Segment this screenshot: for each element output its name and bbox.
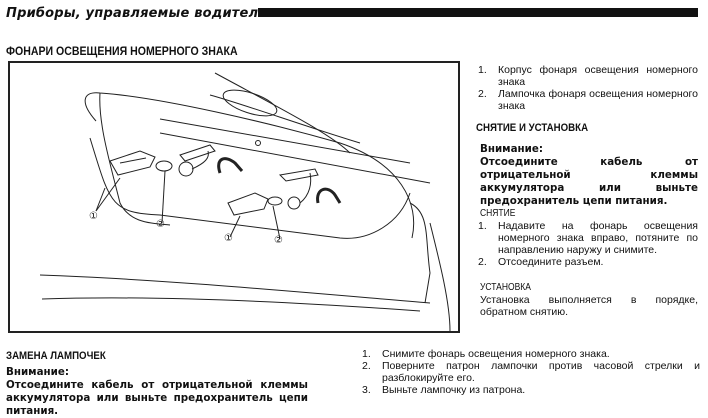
bulb-step: 1.Снимите фонарь освещения номерного зна…: [362, 348, 610, 360]
removal-title: СНЯТИЕ: [480, 208, 516, 219]
bulb-step: 2.Поверните патрон лампочки против часов…: [362, 360, 700, 384]
header-rule: [258, 8, 698, 17]
bulb: [155, 160, 173, 172]
license-lamp-illustration: ① ② ① ②: [8, 61, 460, 333]
bumper-line: [41, 297, 421, 312]
arrow: [217, 157, 244, 174]
warning-text: Отсоедините кабель от отрицательной клем…: [6, 379, 308, 417]
warning-label: Внимание:: [6, 366, 69, 378]
bulb-replacement-title: ЗАМЕНА ЛАМПОЧЕК: [6, 350, 106, 362]
removal-section: СНЯТИЕ 1.Надавите на фонарь освещения но…: [478, 208, 698, 268]
parts-legend: 1.Корпус фонаря освещения номерного знак…: [476, 64, 698, 112]
warning-text: Отсоедините кабель от отрицательной клем…: [480, 156, 698, 207]
warning-label: Внимание:: [480, 143, 543, 155]
removal-step: 2.Отсоедините разъем.: [478, 256, 604, 268]
lamp-housing: [227, 192, 269, 216]
chapter-header: Приборы, управляемые водителем: [6, 6, 279, 21]
callout-1: ①: [224, 233, 233, 244]
warning-block: Внимание: Отсоедините кабель от отрицате…: [480, 143, 698, 208]
callout-2: ②: [274, 235, 283, 246]
bulb-step: 3.Выньте лампочку из патрона.: [362, 384, 526, 396]
socket: [178, 161, 194, 177]
install-title: УСТАНОВКА: [480, 282, 531, 293]
section-title: ФОНАРИ ОСВЕЩЕНИЯ НОМЕРНОГО ЗНАКА: [6, 44, 238, 58]
callout-1: ①: [89, 211, 98, 222]
install-section: УСТАНОВКА Установка выполняется в порядк…: [480, 282, 698, 318]
trunk-lid-outline: [84, 92, 415, 239]
removal-step: 1.Надавите на фонарь освещения номерного…: [478, 220, 698, 256]
arrow: [316, 187, 342, 204]
trunk-lid-side: [89, 137, 411, 239]
bulb-steps: 1.Снимите фонарь освещения номерного зна…: [360, 348, 700, 396]
lamp-housing: [109, 150, 156, 176]
trunk-handle: [222, 89, 278, 117]
bulb: [267, 196, 283, 206]
bumper-line: [39, 274, 431, 304]
bulb-warning-block: Внимание: Отсоедините кабель от отрицате…: [6, 366, 308, 418]
removal-install-title: СНЯТИЕ И УСТАНОВКА: [476, 122, 589, 134]
legend-item: 1.Корпус фонаря освещения номерного знак…: [478, 64, 698, 88]
legend-item: 2.Лампочка фонаря освещения номерного зн…: [478, 88, 698, 112]
callout-2: ②: [156, 219, 165, 230]
socket: [287, 196, 301, 210]
install-text: Установка выполняется в порядке, обратно…: [480, 294, 698, 318]
